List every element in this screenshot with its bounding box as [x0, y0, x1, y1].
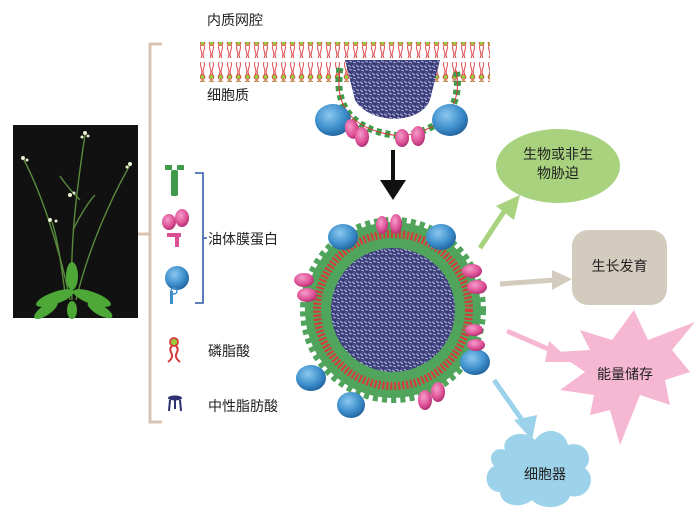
growth-node-label: 生长发育	[591, 259, 648, 275]
steroleosin-icon	[165, 266, 189, 304]
growth-node-shape	[572, 230, 667, 305]
stress-node-line-1: 生物或非生	[523, 147, 593, 163]
stress-node-line-2: 物胁迫	[537, 166, 579, 182]
cytoplasm-label: 细胞质	[207, 88, 249, 104]
oleosin-icon	[165, 165, 184, 196]
arrow-to-organelle	[491, 378, 537, 440]
arabidopsis-plant-photo	[13, 125, 138, 320]
budding-arrow	[380, 150, 406, 200]
organelle-node: 细胞器	[500, 466, 590, 485]
energy-node-label: 能量储存	[597, 367, 653, 383]
energy-node-shape	[556, 310, 695, 445]
phospholipid-icon	[167, 337, 181, 363]
er-membrane	[200, 42, 490, 82]
main-bracket	[136, 42, 162, 424]
energy-node: 能量储存	[580, 366, 670, 385]
growth-node: 生长发育	[572, 258, 667, 277]
mature-oil-body	[294, 214, 490, 418]
organelle-node-label: 细胞器	[524, 467, 566, 483]
er-lumen-label: 内质网腔	[207, 13, 263, 29]
phospholipid-label: 磷脂酸	[208, 344, 250, 360]
neutral-lipid-label: 中性脂肪酸	[208, 399, 278, 415]
stress-node-shape	[496, 129, 620, 203]
caleosin-icon	[162, 209, 189, 247]
organelle-node-shape	[486, 430, 591, 508]
arrow-to-energy	[505, 328, 572, 362]
stress-node: 生物或非生 物胁迫	[500, 146, 616, 184]
budding-oil-body	[315, 60, 468, 147]
legend-bracket	[195, 172, 207, 304]
arrow-to-stress	[477, 195, 520, 250]
neutral-lipid-icon	[168, 395, 182, 412]
membrane-protein-label: 油体膜蛋白	[208, 232, 278, 248]
arrow-to-growth	[499, 270, 572, 290]
